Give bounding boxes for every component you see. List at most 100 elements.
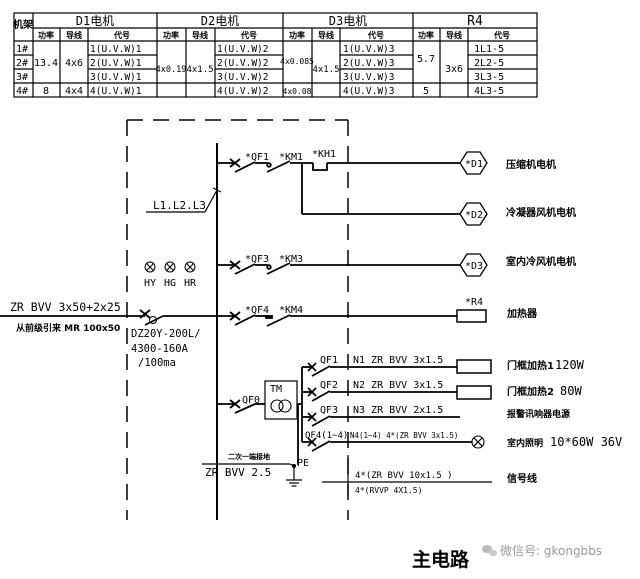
control-breaker-qf4: QF4(1~4) — [305, 431, 348, 441]
r4-wire: 3x6 — [445, 64, 463, 75]
heater-r4-desc: 加热器 — [506, 307, 538, 320]
contactor-km3: *KM3 — [279, 254, 303, 265]
wechat-icon — [482, 545, 497, 557]
d3-code: 2(U.V.W)3 — [343, 58, 394, 69]
ground-circuit — [202, 463, 302, 487]
watermark: 微信号: gkongbbs — [482, 544, 602, 558]
d3-wire: 4x1.5 — [312, 65, 339, 75]
branch-r4 — [217, 311, 457, 327]
relay-kh1: *KH1 — [312, 149, 336, 160]
d1-power-4: 8 — [43, 86, 49, 97]
indicator-lamps — [144, 261, 196, 273]
contactor-km1: *KM1 — [279, 152, 303, 163]
d3-power-4: 4x0.08 — [283, 87, 312, 96]
door-heater-1-rating: 120W — [555, 358, 585, 372]
main-breaker-model: DZ20Y-200L/ — [131, 328, 201, 340]
contactor-km4: *KM4 — [279, 305, 303, 316]
heater-r4-label: *R4 — [465, 297, 483, 308]
door-heater-1 — [456, 359, 492, 374]
watermark-text: 微信号: gkongbbs — [500, 544, 602, 558]
control-breakers — [307, 362, 472, 452]
motor-d1-label: *D1 — [465, 159, 483, 170]
door-heater-2-rating: 80W — [560, 384, 582, 398]
control-cable-n3: N3 ZR BVV 2x1.5 — [353, 405, 443, 416]
r4-power-4: 5 — [423, 86, 429, 97]
breaker-qf1: *QF1 — [245, 152, 269, 163]
group-title-d2: D2电机 — [201, 14, 239, 28]
motor-d2: *D2 — [459, 202, 488, 226]
d3-power: 4x0.085 — [280, 57, 314, 66]
d1-code: 4(U.V.W)1 — [90, 86, 142, 97]
incoming-line — [0, 309, 217, 326]
d2-code: 1(U.V.W)2 — [217, 44, 268, 55]
col-header: 导线 — [446, 30, 462, 40]
signal-cable-1: 4*(ZR BVV 10x1.5 ) — [355, 471, 453, 481]
row-label: 4# — [16, 86, 28, 97]
main-breaker-rating: 4300-160A — [131, 343, 189, 355]
r4-code: 2L2-5 — [474, 58, 504, 69]
row-label: 1# — [16, 44, 28, 55]
d1-code: 3(U.V.W)1 — [90, 72, 142, 83]
col-header: 代号 — [113, 30, 130, 40]
d1-wire-4: 4x4 — [65, 86, 83, 97]
signal-line — [322, 455, 492, 495]
d3-code: 1(U.V.W)3 — [343, 44, 394, 55]
signal-cable-2: 4*(RVVP 4X1.5) — [355, 486, 422, 495]
d2-code: 3(U.V.W)2 — [217, 72, 268, 83]
d2-wire: 4x1.5 — [186, 65, 213, 75]
col-header: 代号 — [493, 30, 510, 40]
secondary-ground-note: 二次一端接地 — [228, 452, 270, 461]
d1-power: 13.4 — [34, 58, 58, 69]
motor-d3: *D3 — [459, 253, 488, 277]
col-header: 功率 — [418, 30, 434, 40]
motor-d2-label: *D2 — [465, 210, 483, 221]
transformer-tm: TM — [270, 384, 282, 395]
lighting-desc: 室内照明 — [507, 437, 543, 449]
signal-desc: 信号线 — [507, 472, 537, 485]
lighting-lamp — [471, 435, 485, 449]
d2-power: 4x0.19 — [156, 65, 187, 75]
col-header: 功率 — [163, 30, 179, 40]
d3-code: 4(U.V.W)3 — [343, 86, 394, 97]
group-title-r4: R4 — [467, 14, 483, 29]
pe-label: PE — [297, 458, 309, 469]
alarm-power-desc: 报警讯响器电源 — [507, 408, 570, 420]
d1-code: 2(U.V.W)1 — [90, 58, 142, 69]
motor-d3-desc: 室内冷风机电机 — [506, 255, 576, 268]
r4-code: 4L3-5 — [474, 86, 504, 97]
control-breaker-qf1: QF1 — [320, 355, 338, 366]
row-label: 2# — [16, 58, 28, 69]
group-title-d1: D1电机 — [76, 14, 114, 28]
drawing-title: 主电路 — [412, 548, 470, 571]
heater-r4 — [456, 309, 487, 323]
incoming-cable: ZR BVV 3x50+2x25 — [10, 300, 121, 314]
d1-wire: 4x6 — [65, 58, 83, 69]
motor-d3-label: *D3 — [465, 261, 483, 272]
control-circuit — [217, 366, 312, 465]
r4-code: 3L3-5 — [474, 72, 504, 83]
lighting-rating: 10*60W 36V — [550, 435, 622, 449]
col-header: 代号 — [367, 30, 384, 40]
ground-cable: ZR BVV 2.5 — [205, 466, 271, 479]
spec-table — [13, 12, 538, 98]
breaker-qf4: *QF4 — [245, 305, 269, 316]
lamp-hg: HG — [164, 278, 176, 289]
col-header: 功率 — [38, 30, 54, 40]
motor-d2-desc: 冷凝器风机电机 — [506, 206, 576, 219]
control-cable-n4: N4(1~4) 4*(ZR BVV 3x1.5) — [350, 431, 458, 440]
col-header: 导线 — [318, 30, 334, 40]
branch-d3 — [217, 260, 460, 275]
d1-code: 1(U.V.W)1 — [90, 44, 142, 55]
lamp-hr: HR — [184, 278, 197, 289]
d2-code: 4(U.V.W)2 — [217, 86, 268, 97]
branch-d1 — [217, 158, 460, 215]
main-breaker-leakage: /100ma — [138, 357, 176, 369]
col-header: 代号 — [240, 30, 257, 40]
r4-code: 1L1-5 — [474, 44, 504, 55]
control-cable-n1: N1 ZR BVV 3x1.5 — [353, 355, 443, 366]
control-breaker-qf2: QF2 — [320, 380, 338, 391]
cabinet-boundary — [126, 119, 349, 520]
col-header: 功率 — [289, 30, 305, 40]
door-heater-1-desc: 门框加热1 — [507, 359, 554, 372]
